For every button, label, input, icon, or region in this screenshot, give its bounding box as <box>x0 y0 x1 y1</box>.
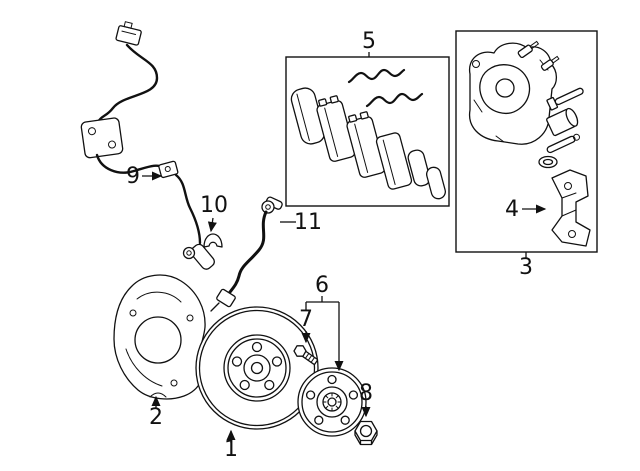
bleeder-screw <box>517 40 540 59</box>
callout-3: 3 <box>519 252 533 280</box>
wheel-hub <box>297 367 367 437</box>
pad-shim <box>426 166 446 200</box>
brake-pad <box>290 87 326 145</box>
callout-5-label: 5 <box>362 29 376 54</box>
caliper-kit <box>455 30 598 253</box>
callout-7: 7 <box>299 307 313 344</box>
harness-cable-end <box>174 173 202 245</box>
callout-2-label: 2 <box>149 405 163 430</box>
harness-connector <box>115 21 142 46</box>
splash-shield <box>113 274 206 400</box>
pad-shim <box>407 149 431 187</box>
callout-9-label: 9 <box>126 164 140 189</box>
brake-pad <box>316 95 356 162</box>
brake-pad <box>346 111 386 178</box>
callout-5: 5 <box>362 29 376 57</box>
brake-hose <box>210 196 283 312</box>
hose-line <box>228 210 268 294</box>
callout-7-label: 7 <box>299 307 313 332</box>
callout-11-label: 11 <box>294 210 322 235</box>
harness-cable-upper <box>96 43 159 124</box>
guide-pin <box>546 133 581 154</box>
guide-pin <box>546 87 584 111</box>
callout-10: 10 <box>200 193 228 233</box>
callout-4-label: 4 <box>505 197 519 222</box>
abs-sensor-harness <box>80 21 215 270</box>
hose-end-fitting <box>216 288 236 308</box>
harness-clamp <box>80 117 124 159</box>
wheel-stud-bolt <box>293 345 319 365</box>
caliper-piston <box>546 107 579 137</box>
retainer-clip <box>203 233 223 248</box>
callout-2: 2 <box>149 395 163 430</box>
bleeder-screw <box>540 55 560 71</box>
piston-boot <box>538 155 558 169</box>
callout-6-bracket <box>305 296 339 311</box>
callout-6: 6 <box>305 273 344 372</box>
abs-sensor-head <box>190 243 215 270</box>
callout-10-label: 10 <box>200 193 228 218</box>
callout-3-label: 3 <box>519 255 533 280</box>
caliper-bracket <box>551 169 591 247</box>
callouts: 1 2 3 4 5 6 7 8 <box>126 29 547 462</box>
callout-6-label: 6 <box>315 273 329 298</box>
callout-1: 1 <box>224 429 238 462</box>
callout-1-label: 1 <box>224 437 238 462</box>
callout-10-leader <box>207 217 217 233</box>
brake-pad-kit <box>285 56 450 207</box>
pad-spring-clip <box>347 68 406 84</box>
brake-caliper <box>468 42 558 145</box>
axle-nut <box>354 420 378 446</box>
brake-rotor <box>195 306 319 430</box>
callout-8-label: 8 <box>359 381 373 406</box>
brake-pad <box>375 132 413 190</box>
callout-4: 4 <box>505 197 547 222</box>
harness-cable-lower <box>95 153 166 174</box>
callout-11: 11 <box>280 210 322 235</box>
callout-9: 9 <box>126 164 163 189</box>
callout-8: 8 <box>359 381 373 418</box>
pad-spring-clip <box>365 92 424 108</box>
